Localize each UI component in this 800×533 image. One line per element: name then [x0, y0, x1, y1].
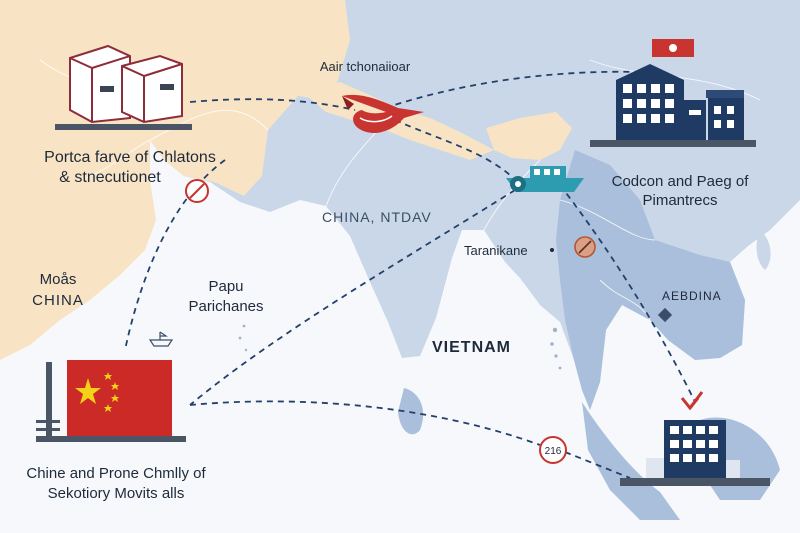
myanmar-highland [486, 112, 572, 160]
indochina-landmass [556, 150, 745, 410]
route-coast-to-flag [124, 159, 226, 351]
route-ship-to-flag [189, 189, 516, 406]
road-badge-label: 216 [545, 446, 562, 457]
right-title-line1: Codcon and Paeg of [611, 173, 749, 190]
city-dot [550, 248, 554, 252]
route-plane-to-ship [394, 119, 511, 176]
route-plane-to-building [384, 70, 641, 109]
office-building-icon [590, 64, 756, 147]
airplane-icon [342, 94, 424, 133]
andaman-islands [238, 324, 562, 370]
route-boxes-to-plane [189, 98, 356, 111]
cardboard-boxes-icon [55, 44, 192, 130]
left-title-line2: & stnecutionet [59, 169, 161, 186]
route-badge-to-building [564, 451, 631, 479]
papu-line2: Parichanes [188, 298, 264, 315]
sri-lanka-island [398, 388, 424, 435]
red-flag-icon [652, 39, 694, 57]
center-region-label: CHINA, NTDAV [322, 209, 432, 225]
no-entry-sign-icon [185, 179, 209, 203]
route-waypoint-marker [657, 307, 673, 323]
papu-line1: Papu [208, 278, 244, 295]
sumatra-island [582, 402, 680, 520]
shipping-routes [124, 70, 696, 479]
left-title-line1: Portca farve of Chlatons [44, 149, 216, 166]
philippines-islands [756, 230, 771, 270]
left-region-line2: CHINA [32, 292, 84, 309]
cargo-ship-icon [506, 166, 584, 192]
aebdina-label: AEBDINA [662, 289, 722, 303]
top-route-label: Aair tchonaiioar [319, 59, 411, 74]
tarani-label: Taranikane [464, 243, 528, 258]
vietnam-label: VIETNAM [432, 339, 511, 356]
bottom-left-line1: Chine and Prone Chmlly of [26, 465, 206, 482]
bottom-left-line2: Sekotiory Movits alls [47, 485, 185, 502]
route-ship-to-building [559, 184, 696, 403]
right-title-line2: Pimantrecs [642, 192, 718, 209]
route-flag-to-badge [189, 400, 541, 446]
red-arrow-marker-icon [680, 391, 704, 411]
road-badge: 216 [539, 436, 567, 464]
left-region-line1: Moås [39, 271, 77, 288]
no-entry-sign-icon [574, 236, 596, 258]
small-boat-icon [148, 331, 174, 347]
china-flag-icon [36, 360, 186, 442]
office-building-icon [620, 420, 770, 486]
